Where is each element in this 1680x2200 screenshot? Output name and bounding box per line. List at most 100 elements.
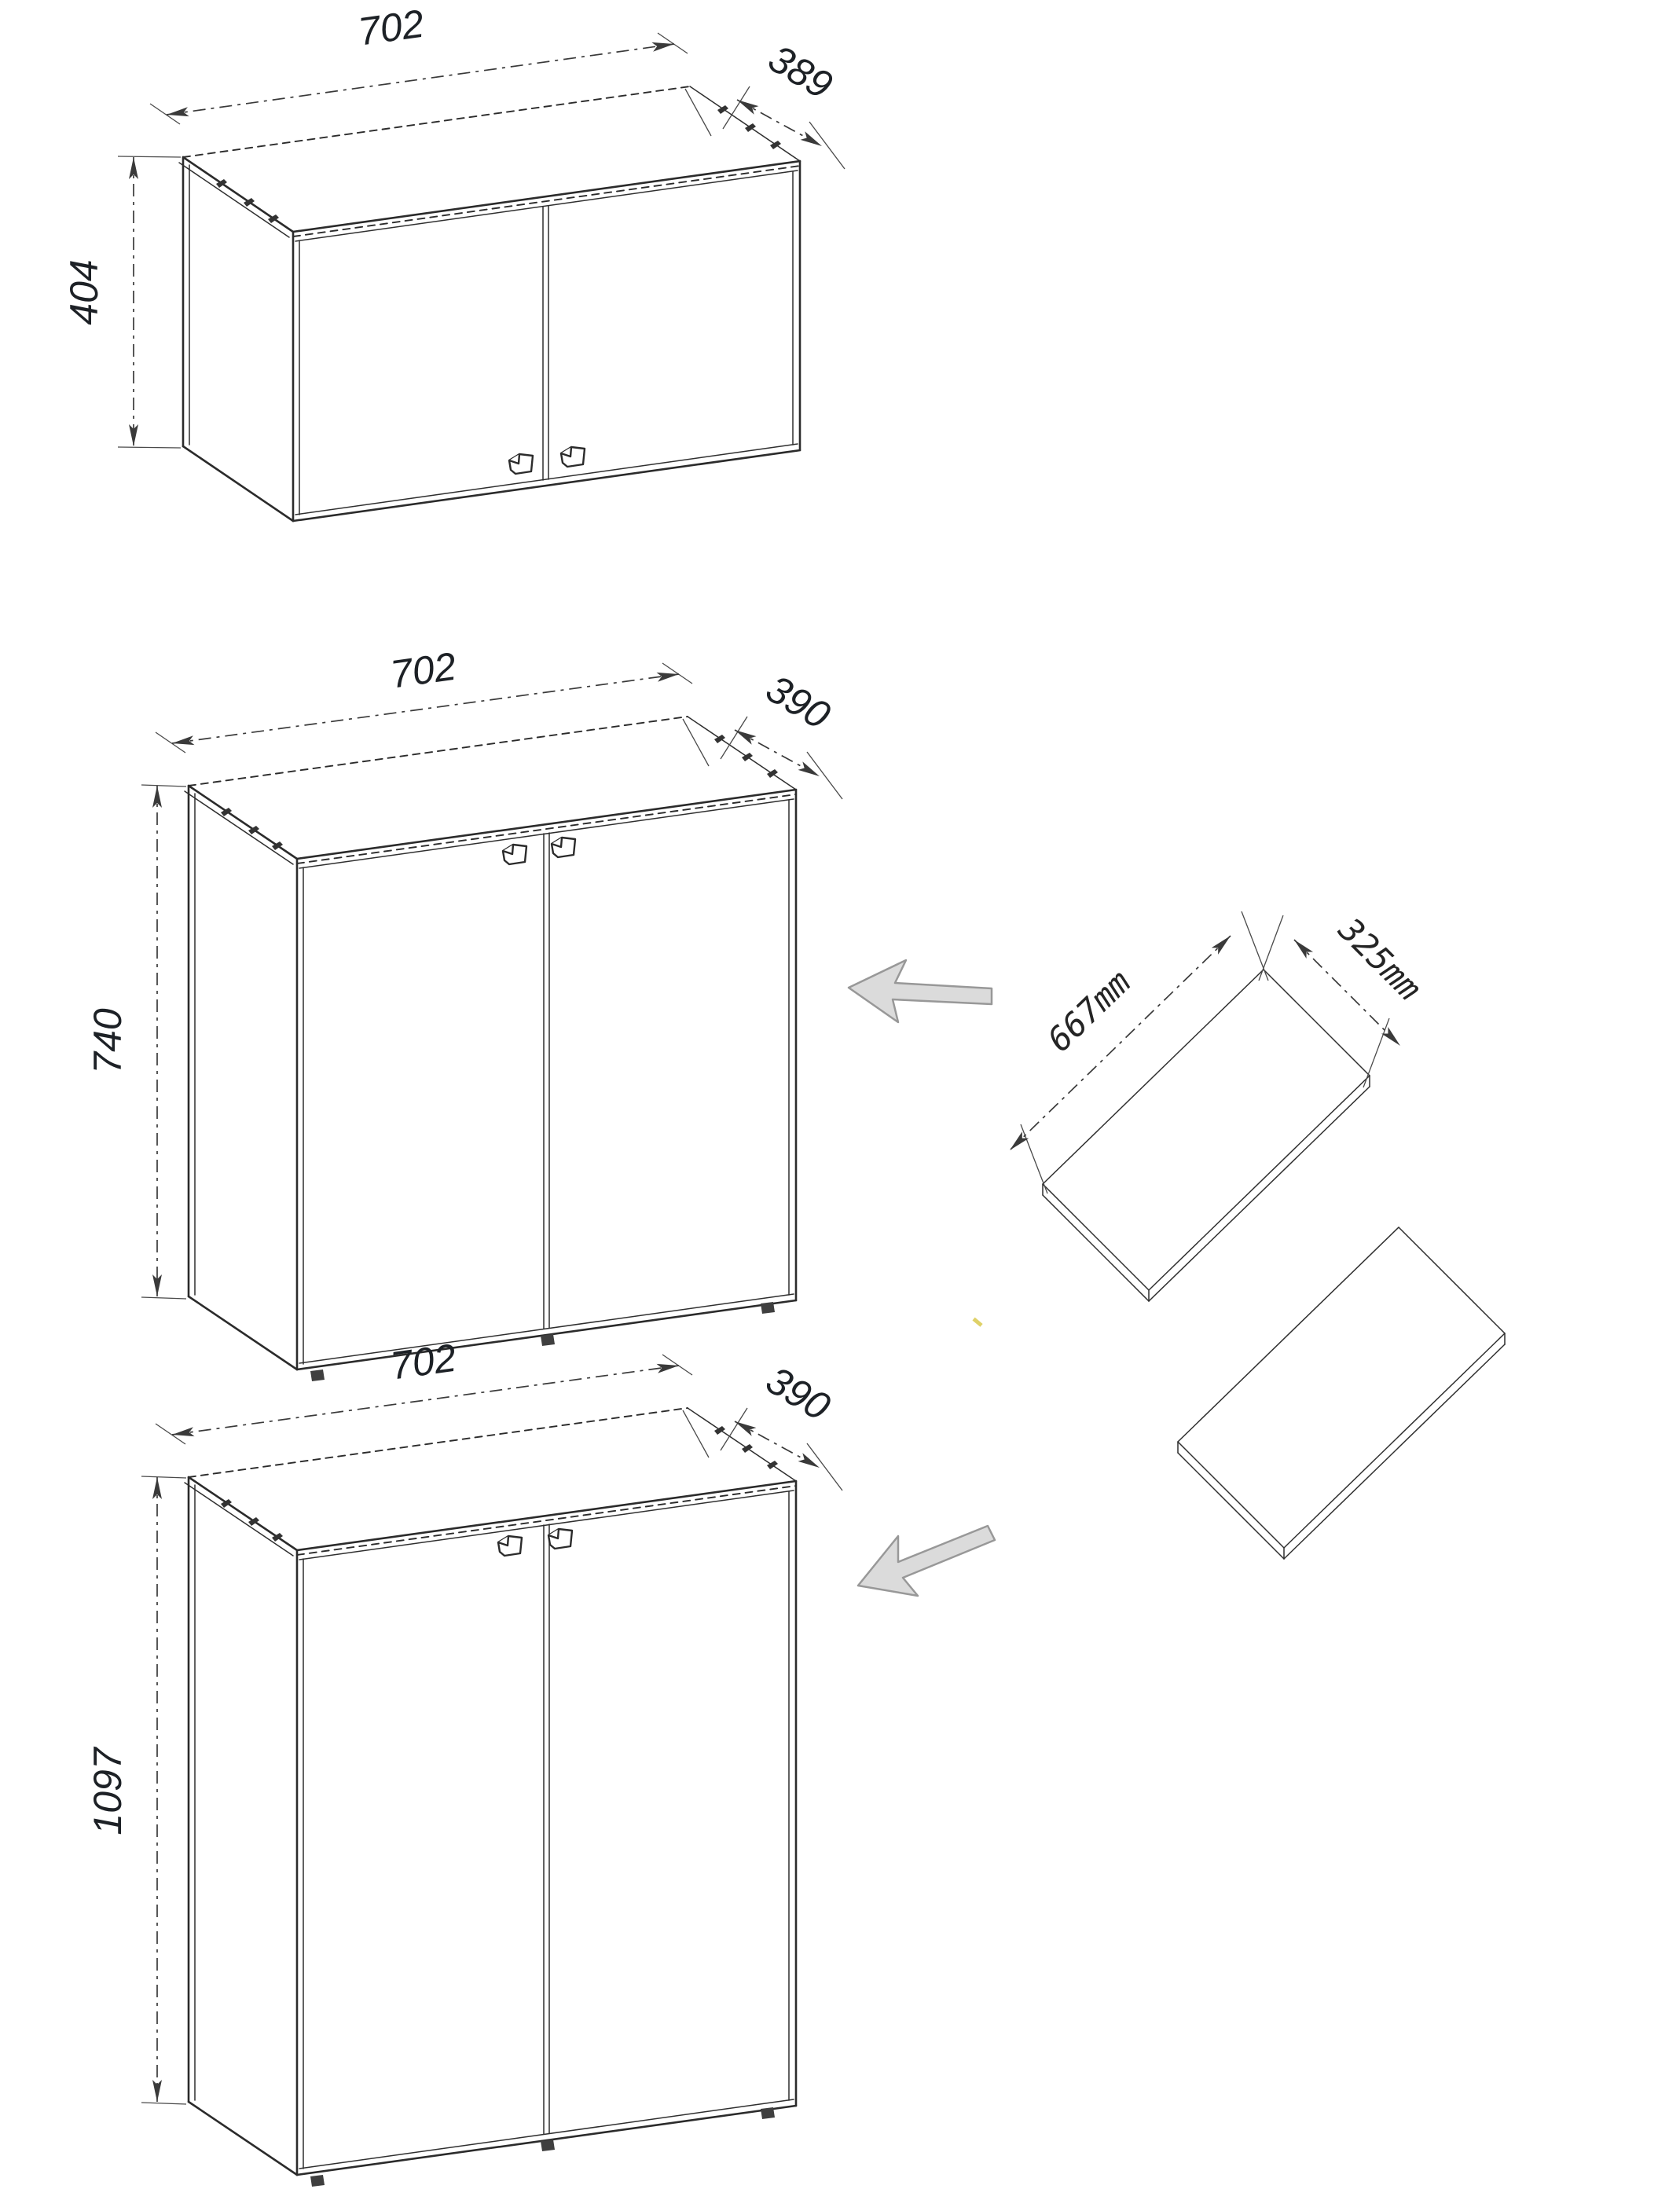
width-dimension: 702 [149, 2, 688, 125]
edge-line [295, 2104, 798, 2176]
dimension-label-depth: 390 [759, 1358, 838, 1429]
extension-line [682, 718, 710, 767]
depth-dimension: 390 [682, 666, 843, 800]
extension-line [1258, 915, 1284, 981]
feet-icons [310, 2107, 775, 2187]
dimension-line [734, 729, 820, 777]
cabinet-h404-drawing: 702 389 404 [62, 2, 846, 522]
dimension-label-width: 702 [355, 2, 427, 54]
extension-line [1020, 1124, 1048, 1194]
edge-line [295, 1299, 798, 1371]
extension-line [141, 784, 187, 787]
extension-line [720, 1407, 748, 1451]
edge-line [188, 1407, 688, 1478]
edge-line [295, 1480, 798, 1552]
cabinet-h1097-drawing: 702 390 1097 [86, 1336, 843, 2187]
extension-line [657, 32, 688, 54]
hinge-icon [216, 179, 227, 188]
shelf-depth-dimension: 325mm [1258, 910, 1429, 1088]
extension-line [141, 1296, 187, 1300]
down-left-arrow-icon [857, 1524, 996, 1597]
foot-icon [761, 1302, 775, 1314]
extension-line [1241, 911, 1269, 981]
edge-line [187, 2100, 299, 2176]
door-handle-icon [547, 1527, 574, 1550]
extension-line [806, 751, 843, 800]
door-top-line [299, 1490, 794, 1560]
foot-icon [541, 1334, 555, 1346]
door-top-line [299, 798, 794, 869]
edge-line [687, 1407, 797, 1482]
extension-line [1363, 1018, 1390, 1088]
door-handle-icon [508, 453, 534, 475]
edge-line [689, 86, 801, 162]
extension-line [806, 1443, 843, 1491]
dimension-label-shelf-depth: 325mm [1331, 910, 1429, 1008]
extension-line [155, 732, 186, 754]
extension-line [682, 1410, 710, 1458]
left-arrow-icon [847, 959, 993, 1024]
foot-icon [310, 2175, 325, 2187]
hinge-icons [221, 735, 778, 850]
extension-line [720, 716, 748, 760]
door-handle-icon [497, 1534, 523, 1557]
door-bottom-line [299, 1293, 794, 1364]
dimension-label-height: 404 [62, 259, 106, 324]
shelf-panels-drawing: 667mm 325mm [972, 910, 1506, 1560]
door-handle-icon [501, 843, 528, 866]
shelf-length-dimension: 667mm [1009, 911, 1269, 1194]
depth-dimension: 389 [684, 36, 846, 170]
door-handle-icon [550, 836, 577, 859]
edge-line [296, 1485, 797, 1556]
cabinet-h740-drawing: 702 390 740 [86, 644, 843, 1381]
dimension-line [734, 1421, 820, 1468]
stray-mark [972, 1317, 983, 1327]
edge-line [184, 1482, 294, 1556]
door-bottom-line [299, 2099, 794, 2169]
hinge-icon [248, 826, 259, 834]
dimension-line [1009, 935, 1231, 1151]
extension-line [149, 103, 181, 125]
edge-line [295, 788, 798, 860]
extension-line [722, 86, 750, 130]
dimension-label-height: 740 [86, 1008, 130, 1074]
edge-line [188, 716, 688, 786]
extension-line [117, 156, 182, 158]
edge-line [187, 1295, 299, 1371]
panel-thickness-line [1148, 1086, 1370, 1302]
height-dimension: 1097 [86, 1476, 187, 2105]
dimension-line [166, 42, 675, 117]
hinge-icon [272, 1533, 283, 1542]
panel-thickness-line [1042, 1194, 1150, 1302]
door-handle-icon [559, 446, 586, 468]
dimension-label-width: 702 [387, 644, 459, 697]
hinge-icon [244, 198, 255, 207]
foot-icon [310, 1370, 325, 1381]
dimension-label-depth: 390 [759, 666, 838, 738]
edge-line [178, 162, 290, 238]
edge-line [687, 716, 797, 790]
dimension-line [171, 1363, 680, 1437]
edge-line [187, 784, 299, 860]
dimension-label-shelf-length: 667mm [1040, 962, 1138, 1059]
height-dimension: 404 [62, 156, 182, 449]
extension-line [141, 2102, 187, 2105]
edge-line [184, 790, 294, 865]
panel-thickness-line [1177, 1452, 1285, 1560]
depth-dimension: 390 [682, 1358, 843, 1491]
extension-line [809, 121, 846, 170]
dimension-label-depth: 389 [761, 36, 840, 108]
dimension-line [736, 99, 823, 147]
edge-line [182, 445, 295, 522]
hinge-icons [221, 1426, 778, 1542]
edge-line [187, 1476, 299, 1552]
door-top-line [295, 170, 798, 242]
width-dimension: 702 [155, 1336, 693, 1445]
foot-icon [761, 2107, 775, 2119]
foot-icon [541, 2140, 555, 2151]
hinge-icon [221, 1499, 232, 1508]
dimension-line [171, 672, 680, 746]
dimension-line [1293, 939, 1401, 1047]
